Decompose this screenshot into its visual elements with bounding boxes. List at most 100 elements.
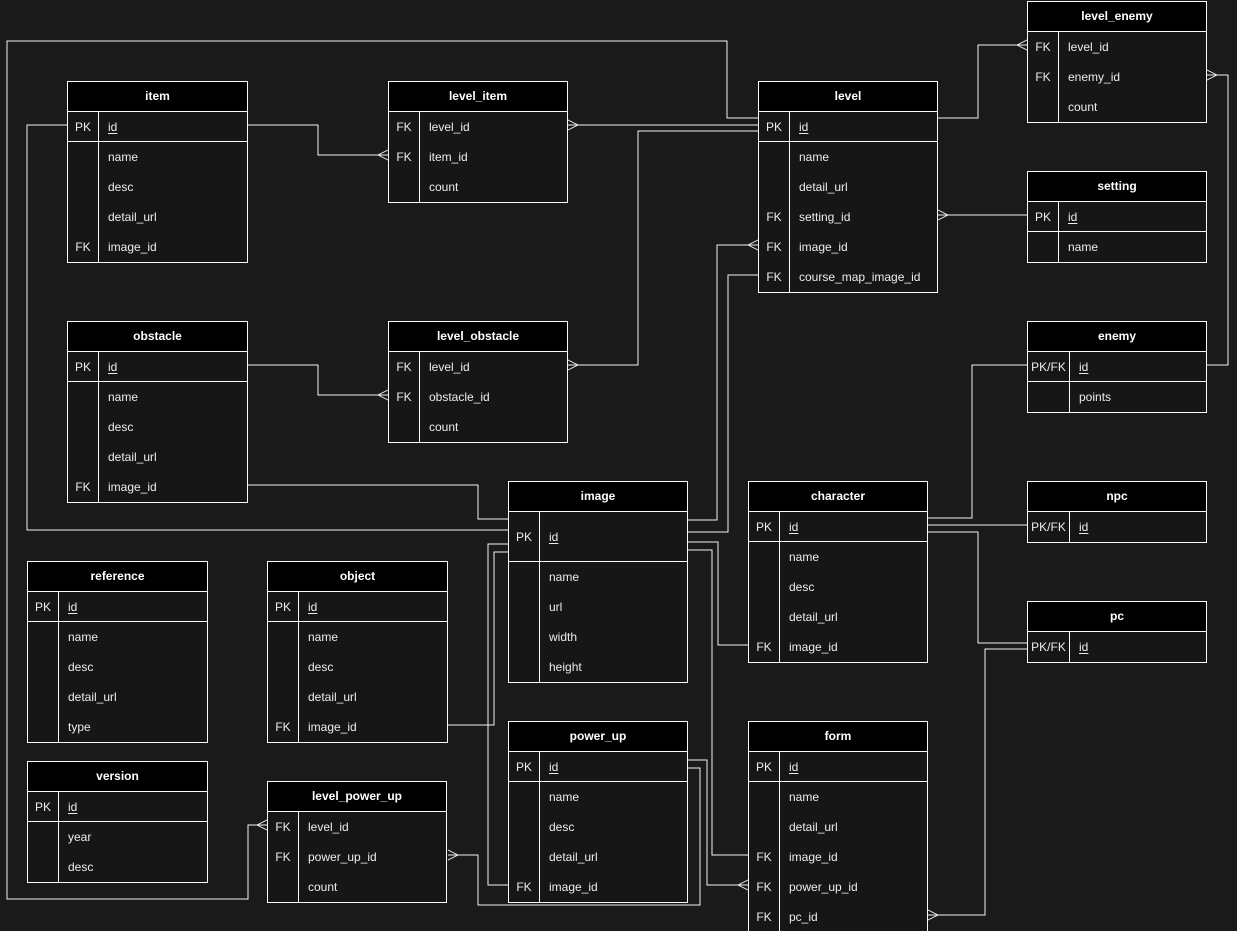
row-reference-type: type: [28, 712, 207, 742]
key-flag: PK: [74, 359, 91, 374]
key-column-divider: [539, 512, 540, 682]
relationship-image.id-to-level.image_id: [687, 239, 759, 521]
field-name: image_id: [779, 851, 838, 863]
crow-foot-prong: [377, 149, 389, 156]
row-object-name: name: [268, 622, 447, 652]
field-label: name: [108, 390, 139, 404]
field-label: name: [108, 150, 139, 164]
field-name: type: [58, 721, 91, 733]
relationship-level.id-to-level_enemy.level_id: [938, 39, 1028, 119]
field-name: detail_url: [98, 211, 157, 223]
relationship-form.pc_id-to-pc.id: [927, 648, 1027, 921]
table-title-level_power_up: level_power_up: [268, 782, 446, 812]
field-label: setting_id: [799, 210, 851, 224]
field-label: count: [429, 180, 459, 194]
field-name: width: [539, 631, 577, 643]
field-label: power_up_id: [308, 850, 377, 864]
field-label: name: [789, 550, 820, 564]
row-obstacle-name: name: [68, 382, 247, 412]
row-level-name: name: [759, 142, 937, 172]
field-label: height: [549, 660, 582, 674]
field-label: type: [68, 720, 91, 734]
field-label: detail_url: [108, 450, 157, 464]
field-label: item_id: [429, 150, 468, 164]
primary-key-field: id: [789, 519, 799, 534]
field-name: id: [98, 361, 117, 373]
crow-foot-prong: [567, 359, 579, 366]
primary-key-field: id: [789, 759, 799, 774]
table-title-reference: reference: [28, 562, 207, 592]
row-version-year: year: [28, 822, 207, 852]
primary-key-field: id: [68, 599, 78, 614]
row-level-detail_url: detail_url: [759, 172, 937, 202]
key-flag: PK/FK: [1031, 520, 1066, 534]
field-name: image_id: [98, 241, 157, 253]
field-label: course_map_image_id: [799, 270, 921, 284]
key-column-divider: [1058, 202, 1059, 262]
field-name: url: [539, 601, 562, 613]
relationship-power_up.id-to-level_power_up.power_up_id: [447, 767, 701, 906]
key-flag: FK: [766, 270, 782, 284]
key-flag: FK: [1035, 40, 1051, 54]
field-name: enemy_id: [1058, 71, 1120, 83]
crow-foot-prong: [1016, 44, 1028, 51]
field-label: name: [799, 150, 830, 164]
field-name: name: [779, 791, 819, 803]
field-label: points: [1079, 390, 1112, 404]
relationship-level_enemy.enemy_id-to-enemy.id: [1206, 69, 1229, 366]
field-name: id: [779, 521, 798, 533]
row-character-desc: desc: [749, 572, 927, 602]
key-flag: FK: [516, 880, 532, 894]
field-label: level_id: [429, 360, 470, 374]
key-flag: PK: [1034, 209, 1051, 224]
field-label: detail_url: [308, 690, 357, 704]
row-power_up-desc: desc: [509, 812, 687, 842]
crow-foot-prong: [377, 389, 389, 396]
table-title-pc: pc: [1028, 602, 1206, 632]
primary-key-field: id: [549, 529, 559, 544]
field-name: detail_url: [789, 181, 848, 193]
field-name: level_id: [298, 821, 349, 833]
relationship-item.id-to-level_item.item_id: [248, 124, 389, 161]
field-name: name: [98, 151, 138, 163]
field-name: desc: [539, 821, 574, 833]
field-label: count: [429, 420, 459, 434]
table-title-object: object: [268, 562, 447, 592]
key-flag: PK: [515, 529, 532, 544]
key-flag: FK: [396, 390, 412, 404]
row-item-name: name: [68, 142, 247, 172]
crow-foot-prong: [377, 154, 389, 161]
key-flag: FK: [396, 120, 412, 134]
field-label: level_id: [308, 820, 349, 834]
table-title-enemy: enemy: [1028, 322, 1206, 352]
field-name: image_id: [539, 881, 598, 893]
row-obstacle-desc: desc: [68, 412, 247, 442]
field-name: image_id: [98, 481, 157, 493]
